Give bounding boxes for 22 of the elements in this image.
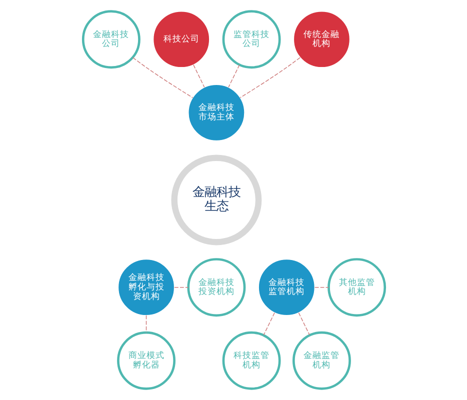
connector: [228, 64, 240, 88]
connector: [314, 286, 329, 288]
node-circle: 科技监管机构: [222, 331, 280, 390]
node-circle: 金融科技生态: [170, 154, 262, 246]
node-circle: 商业模式孵化器: [116, 331, 176, 390]
connector: [239, 57, 300, 98]
node-circle: 金融科技投资机构: [186, 258, 246, 317]
connector: [132, 57, 193, 98]
node-circle: 监管科技公司: [222, 10, 280, 69]
connector: [174, 286, 188, 288]
node-circle: 金融科技监管机构: [258, 258, 315, 316]
connector: [262, 312, 274, 336]
node-circle: 金融科技市场主体: [188, 84, 244, 142]
node-circle: 金融监管机构: [292, 331, 350, 390]
node-circle: 其他监管机构: [327, 258, 386, 317]
connector: [298, 312, 310, 336]
connector: [145, 315, 146, 333]
node-circle: 金融科技孵化与投资机构: [117, 258, 174, 316]
node-circle: 科技公司: [152, 10, 210, 68]
node-circle: 金融科技公司: [81, 10, 140, 69]
connector: [192, 64, 204, 88]
node-circle: 传统金融机构: [292, 10, 350, 68]
